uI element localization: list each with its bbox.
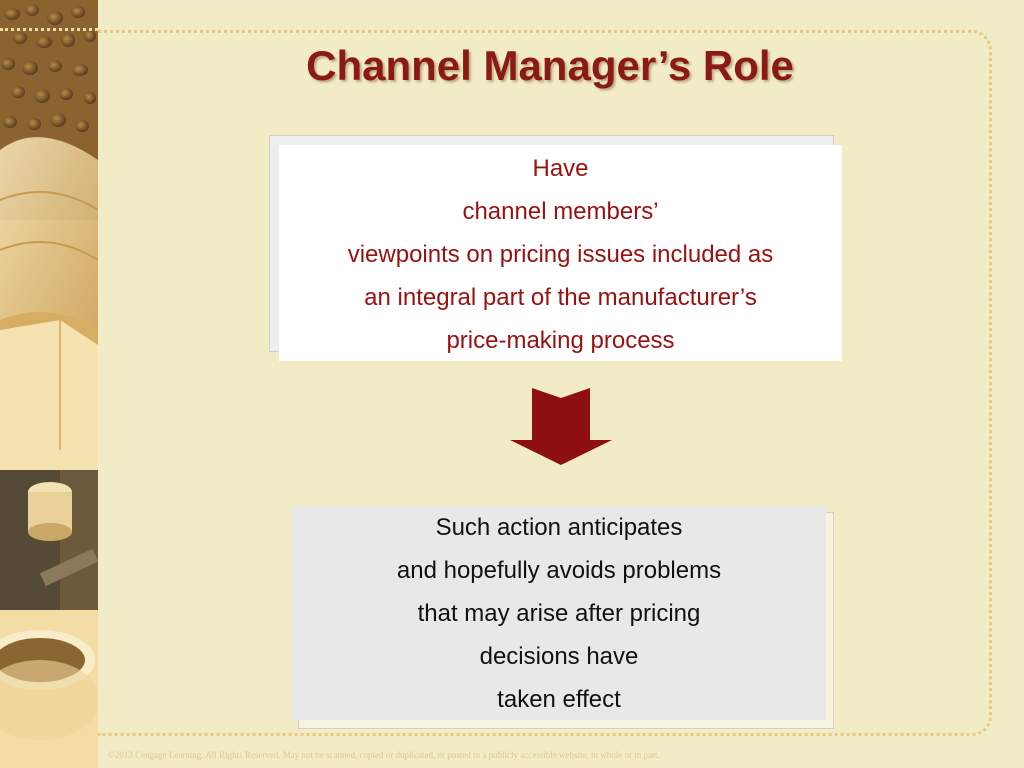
top-text-box: Have channel members’ viewpoints on pric… [279, 145, 842, 361]
coffee-photo-image [0, 0, 98, 768]
bottom-box-line: taken effect [497, 686, 621, 713]
top-box-line: an integral part of the manufacturer’s [364, 284, 757, 311]
top-dotted-line [0, 28, 98, 31]
slide-title: Channel Manager’s Role [306, 42, 794, 89]
top-box-line: channel members’ [462, 198, 659, 225]
bottom-box-line: that may arise after pricing [417, 600, 701, 627]
down-arrow-icon [510, 388, 612, 465]
bottom-box-line: decisions have [479, 643, 639, 670]
copyright-notice: ©2013 Cengage Learning. All Rights Reser… [108, 750, 660, 760]
top-box-line: price-making process [446, 327, 675, 354]
top-box-line: Have [532, 155, 589, 182]
bottom-text-box: Such action anticipates and hopefully av… [292, 506, 826, 720]
decorative-photo-strip [0, 0, 98, 768]
dotted-frame [98, 30, 992, 736]
top-box-line: viewpoints on pricing issues included as [347, 241, 774, 268]
bottom-box-line: Such action anticipates [435, 514, 683, 541]
bottom-box-line: and hopefully avoids problems [396, 557, 722, 584]
